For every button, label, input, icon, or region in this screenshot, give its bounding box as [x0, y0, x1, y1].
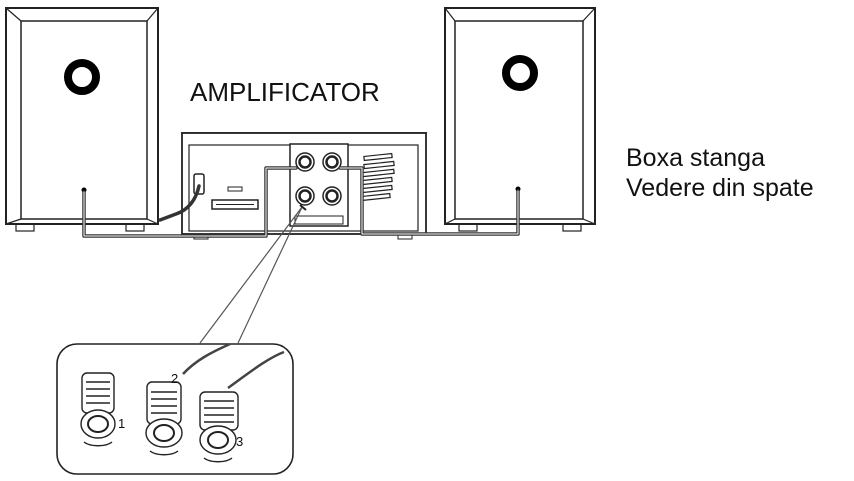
amplifier-label: AMPLIFICATOR — [190, 77, 380, 107]
detail-terminal-2 — [145, 381, 183, 456]
amp-terminal — [322, 152, 342, 172]
speaker-cables — [82, 166, 520, 238]
amp-terminal — [295, 152, 315, 172]
terminal-number-2: 2 — [171, 371, 178, 386]
right-speaker-port — [502, 55, 538, 91]
right-speaker — [444, 7, 596, 232]
side-note-line-2: Vedere din spate — [626, 174, 814, 202]
detail-terminal-1 — [80, 372, 116, 447]
terminal-number-1: 1 — [118, 416, 125, 431]
terminal-detail-inset: 1 2 3 — [56, 342, 294, 475]
side-note-line-1: Boxa stanga — [626, 144, 765, 172]
terminal-number-3: 3 — [236, 434, 243, 449]
amp-terminal — [322, 186, 342, 206]
zoom-lines — [199, 204, 307, 344]
amp-terminal — [295, 186, 315, 206]
detail-wire-red — [182, 342, 231, 375]
amplifier-unit — [180, 132, 428, 240]
detail-wire-black — [227, 350, 285, 390]
detail-terminal-3 — [199, 391, 239, 463]
left-speaker-port — [64, 59, 100, 95]
left-speaker — [5, 7, 159, 232]
